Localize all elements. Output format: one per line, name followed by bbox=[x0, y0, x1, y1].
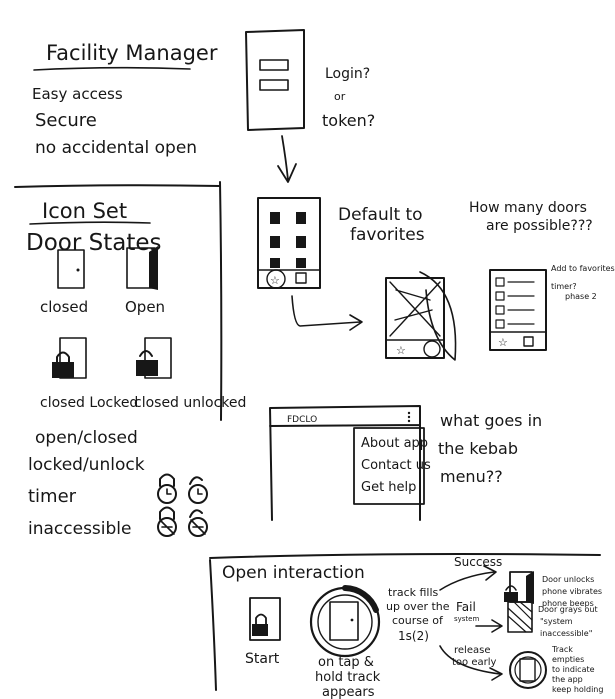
release-note-4: the app bbox=[552, 675, 583, 684]
goal-no-accidental-open: no accidental open bbox=[35, 138, 197, 158]
list-screen-wireframe: ☆ bbox=[489, 269, 547, 351]
door-unlocked-icon bbox=[136, 337, 172, 379]
login-screen-wireframe bbox=[245, 29, 305, 131]
svg-text:☆: ☆ bbox=[396, 344, 406, 357]
kebab-question-2: the kebab bbox=[438, 439, 518, 458]
door-states-heading: Door States bbox=[26, 230, 161, 256]
door-count-question-2: are possible??? bbox=[486, 218, 593, 234]
crossed-out-wireframe: ☆ bbox=[385, 271, 457, 361]
svg-text:☆: ☆ bbox=[270, 274, 280, 287]
timer-lock-closed-icon bbox=[157, 473, 177, 504]
interaction-heading: Open interaction bbox=[222, 563, 365, 583]
goal-secure: Secure bbox=[35, 110, 97, 131]
svg-text:☆: ☆ bbox=[498, 336, 508, 349]
tap-label: on tap & bbox=[318, 655, 374, 670]
hold-track-circle-icon bbox=[309, 585, 381, 658]
side-note-phase: phase 2 bbox=[565, 292, 597, 301]
favorites-screen-wireframe: ☆ bbox=[257, 197, 321, 289]
release-label: release bbox=[454, 645, 490, 656]
fail-door-grayed-icon bbox=[507, 601, 533, 633]
icon-set-heading: Icon Set bbox=[42, 199, 127, 223]
arrow-down-icon bbox=[277, 135, 297, 183]
release-label-2: too early bbox=[452, 657, 497, 668]
door-locked-icon bbox=[52, 337, 87, 379]
tap-label-2: hold track bbox=[315, 670, 381, 685]
door-closed-icon bbox=[57, 249, 85, 289]
goal-easy-access: Easy access bbox=[32, 85, 123, 103]
fill-note-3: course of bbox=[392, 614, 444, 627]
door-count-question: How many doors bbox=[469, 200, 587, 216]
state-list-timer: timer bbox=[28, 486, 77, 507]
state-list-lock-unlock: locked/unlock bbox=[28, 455, 145, 475]
success-label: Success bbox=[454, 555, 502, 569]
inaccessible-lock-open-icon bbox=[188, 509, 208, 537]
fail-label-2: system bbox=[454, 615, 479, 623]
fail-label: Fail bbox=[456, 600, 476, 614]
fail-note-system: "system bbox=[540, 617, 573, 626]
state-list-inaccessible: inaccessible bbox=[28, 519, 131, 539]
side-note-timer: timer? bbox=[551, 282, 577, 291]
kebab-item-contact: Contact us bbox=[361, 458, 431, 473]
kebab-question: what goes in bbox=[440, 411, 542, 430]
arrow-fail-icon bbox=[475, 619, 503, 633]
state-list-open-closed: open/closed bbox=[35, 428, 138, 448]
divider-vertical bbox=[219, 181, 223, 421]
fail-note-gray: Door grays out bbox=[538, 605, 598, 614]
door-open-icon bbox=[126, 246, 158, 290]
fill-note-2: up over the bbox=[386, 600, 450, 613]
side-note-add-favorites: Add to favorites bbox=[551, 264, 615, 273]
kebab-dropdown-menu: About app Contact us Get help bbox=[353, 427, 431, 505]
arrow-success-icon bbox=[439, 565, 497, 591]
kebab-item-help: Get help bbox=[361, 480, 416, 495]
kebab-screen-wireframe bbox=[269, 405, 421, 521]
login-note: Login? bbox=[325, 66, 370, 82]
success-note-beep: phone beeps bbox=[542, 599, 594, 608]
inaccessible-lock-closed-icon bbox=[157, 506, 177, 537]
kebab-screen-title: FDCLO bbox=[287, 415, 317, 425]
success-note-unlock: Door unlocks bbox=[542, 575, 594, 584]
kebab-item-about: About app bbox=[361, 436, 428, 451]
default-favorites-note-2: favorites bbox=[350, 225, 425, 245]
divider-interaction-left bbox=[209, 559, 217, 691]
tap-label-3: appears bbox=[322, 685, 375, 699]
state-label-closed: closed bbox=[40, 298, 88, 316]
default-favorites-note: Default to bbox=[338, 205, 423, 225]
release-note-2: empties bbox=[552, 655, 584, 664]
divider-interaction-top bbox=[209, 553, 601, 559]
state-label-closed-locked: closed Locked bbox=[40, 395, 138, 411]
success-door-open-icon bbox=[504, 571, 534, 604]
release-note-5: keep holding bbox=[552, 685, 603, 694]
state-label-open: Open bbox=[125, 298, 165, 316]
fill-note-1: track fills bbox=[388, 586, 439, 599]
release-note-3: to indicate bbox=[552, 665, 595, 674]
login-note-or: or bbox=[334, 90, 346, 103]
page-title: Facility Manager bbox=[46, 41, 218, 65]
start-label: Start bbox=[245, 651, 280, 667]
timer-lock-open-icon bbox=[188, 476, 208, 504]
state-label-closed-unlocked: closed unlocked bbox=[134, 395, 246, 411]
token-note: token? bbox=[322, 111, 375, 130]
release-note-1: Track bbox=[551, 645, 573, 654]
divider-top-left bbox=[14, 184, 221, 188]
title-underline bbox=[33, 66, 191, 71]
arrow-release-icon bbox=[439, 645, 503, 681]
fail-note-inaccessible: inaccessible" bbox=[540, 629, 592, 638]
release-track-circle-icon bbox=[509, 651, 547, 689]
fill-note-4: 1s(2) bbox=[398, 629, 429, 643]
icon-set-underline bbox=[29, 221, 151, 225]
start-door-icon bbox=[249, 597, 281, 641]
arrow-right-icon bbox=[291, 295, 363, 331]
success-note-vibrate: phone vibrates bbox=[542, 587, 602, 596]
kebab-question-3: menu?? bbox=[440, 467, 503, 486]
